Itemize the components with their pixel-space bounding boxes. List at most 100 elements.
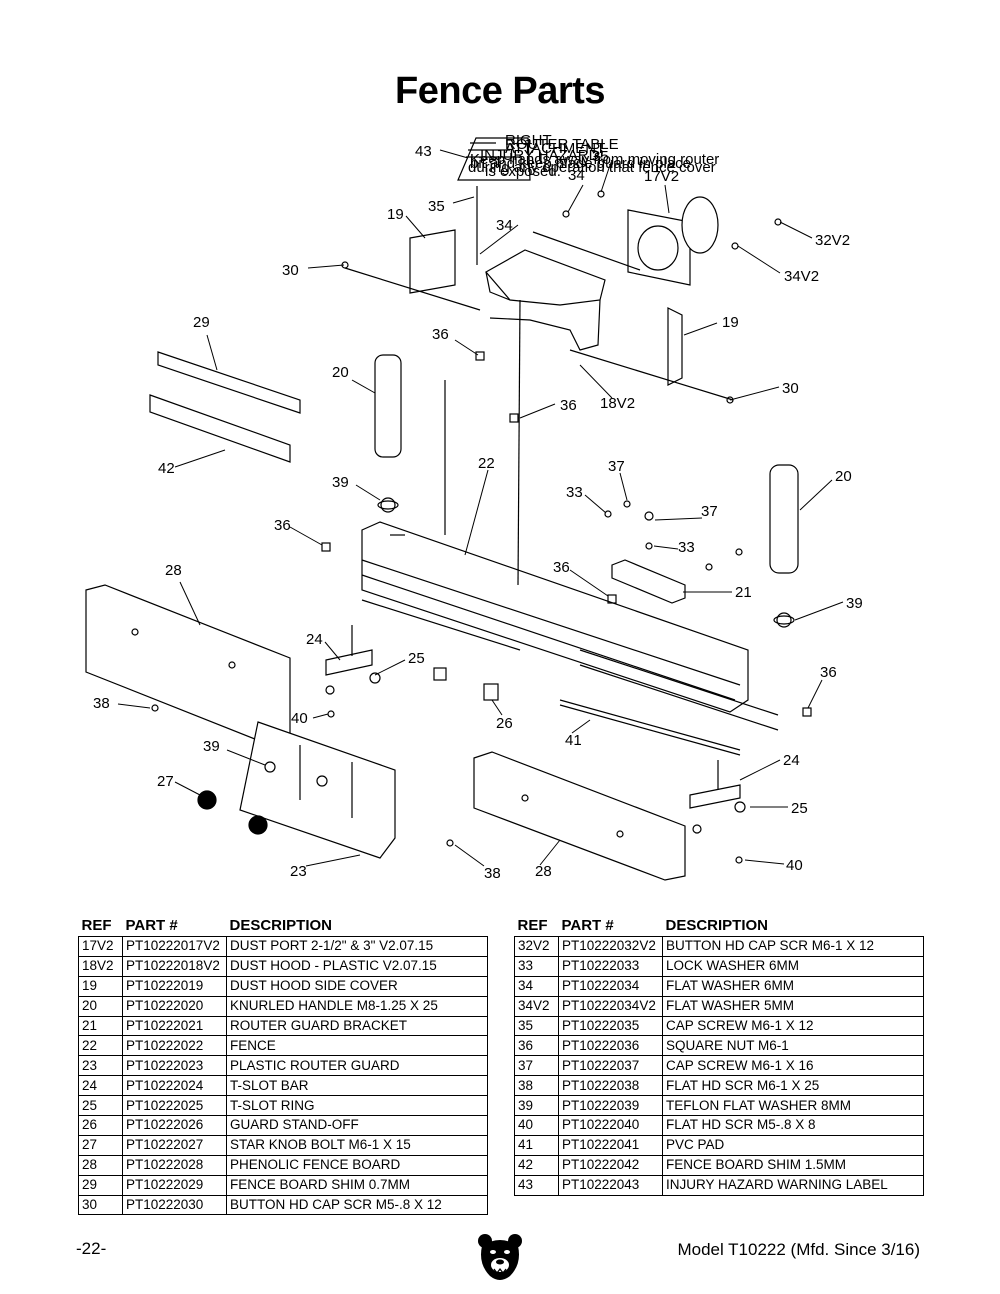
table-header-row: REF PART # DESCRIPTION [79, 912, 488, 937]
callout: 36 [432, 326, 449, 343]
part-cell: PT10222029 [122, 1174, 227, 1196]
part-cell: PT10222034 [558, 975, 663, 997]
ref-cell: 21 [78, 1015, 123, 1037]
page-title: Fence Parts [395, 70, 605, 112]
ref-cell: 36 [514, 1035, 559, 1057]
desc-cell: FLAT WASHER 5MM [662, 995, 924, 1017]
part-cell: PT10222039 [558, 1095, 663, 1117]
desc-cell: STAR KNOB BOLT M6-1 X 15 [226, 1134, 488, 1156]
part-cell: PT10222032V2 [558, 936, 663, 957]
part-cell: PT10222018V2 [122, 955, 227, 977]
callout: 30 [782, 380, 799, 397]
desc-cell: DUST HOOD - PLASTIC V2.07.15 [226, 955, 488, 977]
header-ref: REF [517, 917, 548, 934]
label-text-4: INJURY HAZARD! [480, 147, 604, 164]
part-cell: PT10222017V2 [122, 936, 227, 957]
desc-cell: T-SLOT BAR [226, 1075, 488, 1097]
part-cell: PT10222023 [122, 1055, 227, 1077]
callout: 28 [165, 562, 182, 579]
callout: 25 [791, 800, 808, 817]
desc-cell: DUST PORT 2-1/2" & 3" V2.07.15 [226, 936, 488, 957]
model-text: Model T10222 (Mfd. Since 3/16) [677, 1240, 920, 1259]
callout: 36 [553, 559, 570, 576]
page-number: -22- [76, 1239, 107, 1258]
ref-cell: 40 [514, 1115, 559, 1136]
part-cell: PT10222021 [122, 1015, 227, 1037]
part-cell: PT10222024 [122, 1075, 227, 1097]
warning-label-part [457, 137, 531, 181]
callout: 28 [535, 863, 552, 880]
callout: 43 [415, 143, 432, 160]
ref-cell: 30 [78, 1194, 123, 1216]
ref-cell: 43 [514, 1174, 559, 1196]
callout: 19 [722, 314, 739, 331]
ref-cell: 17V2 [78, 936, 123, 957]
header-description: DESCRIPTION [665, 917, 769, 934]
callout: 35 [428, 198, 445, 215]
label-text-2: ROUTER TABLE [505, 136, 619, 153]
callout: 39 [846, 595, 863, 612]
desc-cell: PVC PAD [662, 1134, 924, 1156]
desc-cell: FENCE BOARD SHIM 1.5MM [662, 1154, 924, 1176]
callout: 23 [290, 863, 307, 880]
callout: 39 [203, 738, 220, 755]
fence-parts-diagram: RIGHT ROUTER TABLE ATTACHMENT INJURY HAZ… [85, 132, 863, 882]
desc-cell: TEFLON FLAT WASHER 8MM [662, 1095, 924, 1117]
ref-cell: 23 [78, 1055, 123, 1077]
part-cell: PT10222033 [558, 955, 663, 977]
part-cell: PT10222022 [122, 1035, 227, 1057]
ref-cell: 41 [514, 1134, 559, 1156]
desc-cell: FLAT HD SCR M5-.8 X 8 [662, 1115, 924, 1136]
label-text-1: RIGHT [505, 132, 552, 149]
part-cell: PT10222035 [558, 1015, 663, 1037]
part-cell: PT10222019 [122, 975, 227, 997]
part-cell: PT10222028 [122, 1154, 227, 1176]
callout: 40 [786, 857, 803, 874]
desc-cell: T-SLOT RING [226, 1095, 488, 1117]
callout: 38 [484, 865, 501, 882]
callout: 37 [608, 458, 625, 475]
callout: 35 [592, 148, 609, 165]
part-cell: PT10222037 [558, 1055, 663, 1077]
callout: 34 [496, 217, 513, 234]
bear-head-icon [478, 1234, 522, 1280]
desc-cell: FLAT WASHER 6MM [662, 975, 924, 997]
ref-cell: 24 [78, 1075, 123, 1097]
ref-cell: 39 [514, 1095, 559, 1117]
desc-cell: LOCK WASHER 6MM [662, 955, 924, 977]
callout: 20 [332, 364, 349, 381]
part-cell: PT10222030 [122, 1194, 227, 1216]
desc-cell: FENCE BOARD SHIM 0.7MM [226, 1174, 488, 1196]
ref-cell: 19 [78, 975, 123, 997]
callout: 24 [306, 631, 323, 648]
callout: 33 [566, 484, 583, 501]
part-cell: PT10222038 [558, 1075, 663, 1097]
callout: 30 [282, 262, 299, 279]
header-description: DESCRIPTION [229, 917, 333, 934]
ref-cell: 25 [78, 1095, 123, 1117]
callout: 37 [701, 503, 718, 520]
callout: 40 [291, 710, 308, 727]
desc-cell: BUTTON HD CAP SCR M6-1 X 12 [662, 936, 924, 957]
ref-cell: 27 [78, 1134, 123, 1156]
label-text-7: during any operation that fence cover [468, 159, 716, 176]
part-cell: PT10222040 [558, 1115, 663, 1136]
desc-cell: CAP SCREW M6-1 X 12 [662, 1015, 924, 1037]
